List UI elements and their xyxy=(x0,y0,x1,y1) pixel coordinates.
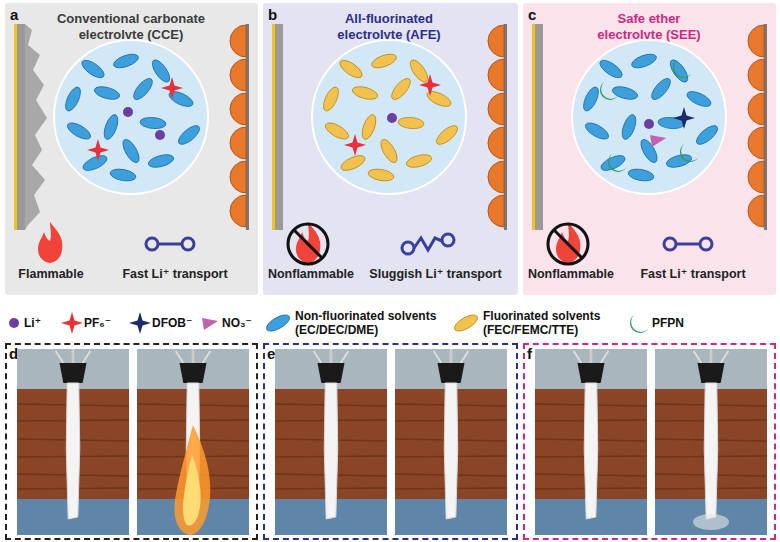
electrolyte-panel: c Safe ether electrolyte (SEE) Nonflammabl… xyxy=(523,3,776,295)
flame-test-photos xyxy=(17,349,767,535)
photo-panel: e xyxy=(263,343,518,540)
legend-text: DFOB⁻ xyxy=(152,316,202,330)
panel-letter: d xyxy=(9,345,21,363)
panel-letter: f xyxy=(527,345,539,363)
property-label: Flammable xyxy=(5,267,97,282)
electrolyte-panel: b All-fluorinated electrolyte (AFE) Nonfla… xyxy=(263,3,518,295)
panel-letter: c xyxy=(528,6,548,24)
legend-text: Fluorinated solvents (FEC/FEMC/TTE) xyxy=(483,309,623,337)
electrolyte-panel: a Conventional carbonate electrolyte (CCE… xyxy=(5,3,258,295)
panel-letter: b xyxy=(268,6,288,24)
property-label: Fast Li⁺ transport xyxy=(618,267,768,282)
legend-text: Non-fluorinated solvents (EC/DEC/DME) xyxy=(295,309,455,337)
property-label: Nonflammable xyxy=(263,267,359,282)
legend-text: Li⁺ xyxy=(24,316,64,330)
property-label: Fast Li⁺ transport xyxy=(100,267,250,282)
panel-title: All-fluorinated electrolyte (AFE) xyxy=(314,11,464,42)
legend-text: NO₃⁻ xyxy=(222,316,262,330)
panel-title: Conventional carbonate electrolyte (CCE) xyxy=(41,11,221,42)
panel-title: Safe ether electrolyte (SEE) xyxy=(584,11,714,42)
property-label: Nonflammable xyxy=(523,267,619,282)
legend-text: PF₆⁻ xyxy=(84,316,129,330)
panel-letter: e xyxy=(267,345,279,363)
panel-letter: a xyxy=(10,6,30,24)
legend-text: PFPN xyxy=(652,316,712,330)
photo-panel: d xyxy=(5,343,258,540)
property-label: Sluggish Li⁺ transport xyxy=(353,267,518,282)
photo-panel: f xyxy=(523,343,776,540)
